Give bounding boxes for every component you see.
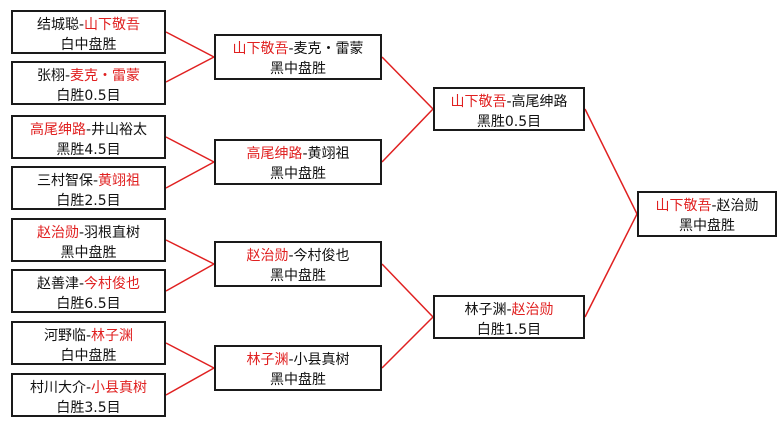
player-a: 村川大介 (29, 380, 86, 396)
player-a: 三村智保 (36, 173, 93, 189)
match-players: 赵善津-今村俊也 (36, 276, 141, 292)
player-b: 今村俊也 (293, 248, 350, 264)
player-b: 麦克・雷蒙 (70, 68, 141, 84)
connector-r1-3 (165, 136, 215, 163)
player-a: 山下敬吾 (655, 198, 712, 214)
match-box-r2-3: 赵治勋-今村俊也 黑中盘胜 (214, 241, 382, 287)
player-a: 山下敬吾 (450, 94, 507, 110)
match-players: 山下敬吾-麦克・雷蒙 (232, 41, 364, 57)
connector-r1-6 (165, 263, 215, 292)
player-a: 张栩 (36, 68, 65, 84)
match-result: 黑胜4.5目 (56, 142, 121, 158)
match-box-r2-2: 高尾绅路-黄翊祖 黑中盘胜 (214, 139, 382, 185)
match-players: 林子渊-小县真树 (246, 352, 350, 368)
match-box-r1-3: 高尾绅路-井山裕太 黑胜4.5目 (11, 115, 166, 159)
match-players: 山下敬吾-高尾绅路 (450, 94, 568, 110)
player-b: 山下敬吾 (84, 17, 141, 33)
match-result: 黑中盘胜 (270, 166, 326, 182)
match-result: 白胜1.5目 (476, 322, 542, 338)
match-box-r1-4: 三村智保-黄翊祖 白胜2.5目 (11, 166, 166, 210)
player-a: 河野临 (43, 328, 86, 344)
match-box-r1-1: 结城聪-山下敬吾 白中盘胜 (11, 10, 166, 54)
match-box-final: 山下敬吾-赵治勋 黑中盘胜 (637, 191, 777, 237)
connector-r2-3 (381, 263, 434, 318)
match-players: 三村智保-黄翊祖 (36, 173, 141, 189)
match-box-r2-4: 林子渊-小县真树 黑中盘胜 (214, 345, 382, 391)
match-players: 张栩-麦克・雷蒙 (36, 68, 141, 84)
connector-r1-8 (165, 367, 215, 396)
player-a: 赵善津 (36, 276, 79, 292)
player-b: 赵治勋 (511, 302, 554, 318)
match-result: 黑中盘胜 (270, 268, 326, 284)
connector-r2-1 (381, 56, 434, 110)
match-result: 黑中盘胜 (679, 218, 735, 234)
connector-r1-7 (165, 342, 215, 369)
match-box-r1-6: 赵善津-今村俊也 白胜6.5目 (11, 269, 166, 313)
match-result: 白中盘胜 (60, 348, 117, 364)
match-result: 黑中盘胜 (270, 372, 326, 388)
match-result: 黑胜0.5目 (476, 114, 542, 130)
match-players: 高尾绅路-井山裕太 (29, 122, 148, 138)
player-b: 今村俊也 (84, 276, 141, 292)
match-players: 结城聪-山下敬吾 (36, 17, 141, 33)
player-b: 羽根直树 (84, 225, 141, 241)
match-result: 白中盘胜 (60, 37, 117, 53)
player-a: 高尾绅路 (29, 122, 86, 138)
match-players: 赵治勋-羽根直树 (36, 225, 141, 241)
connector-sf-1 (584, 108, 638, 215)
player-b: 黄翊祖 (307, 146, 350, 162)
match-result: 黑中盘胜 (270, 61, 326, 77)
player-a: 山下敬吾 (232, 41, 289, 57)
match-players: 高尾绅路-黄翊祖 (246, 146, 350, 162)
match-box-r1-7: 河野临-林子渊 白中盘胜 (11, 321, 166, 365)
player-a: 赵治勋 (246, 248, 289, 264)
match-players: 河野临-林子渊 (43, 328, 134, 344)
match-result: 黑中盘胜 (60, 245, 117, 261)
player-b: 林子渊 (91, 328, 134, 344)
connector-sf-2 (584, 213, 638, 318)
player-b: 井山裕太 (91, 122, 148, 138)
match-box-r1-8: 村川大介-小县真树 白胜3.5目 (11, 373, 166, 417)
player-a: 结城聪 (36, 17, 79, 33)
player-b: 黄翊祖 (98, 173, 141, 189)
match-box-semifinal-1: 山下敬吾-高尾绅路 黑胜0.5目 (433, 87, 585, 131)
connector-r2-4 (381, 316, 434, 369)
match-result: 白胜6.5目 (56, 296, 121, 312)
player-b: 麦克・雷蒙 (293, 41, 364, 57)
match-players: 林子渊-赵治勋 (464, 302, 554, 318)
match-box-semifinal-2: 林子渊-赵治勋 白胜1.5目 (433, 295, 585, 339)
match-players: 山下敬吾-赵治勋 (655, 198, 759, 214)
match-box-r1-2: 张栩-麦克・雷蒙 白胜0.5目 (11, 61, 166, 105)
match-result: 白胜2.5目 (56, 193, 121, 209)
player-a: 林子渊 (464, 302, 507, 318)
match-result: 白胜0.5目 (56, 88, 121, 104)
match-box-r1-5: 赵治勋-羽根直树 黑中盘胜 (11, 218, 166, 262)
player-b: 小县真树 (293, 352, 350, 368)
player-a: 高尾绅路 (246, 146, 303, 162)
match-players: 赵治勋-今村俊也 (246, 248, 350, 264)
connector-r2-2 (381, 108, 434, 163)
match-box-r2-1: 山下敬吾-麦克・雷蒙 黑中盘胜 (214, 34, 382, 80)
player-a: 赵治勋 (36, 225, 79, 241)
match-players: 村川大介-小县真树 (29, 380, 148, 396)
player-a: 林子渊 (246, 352, 289, 368)
player-b: 小县真树 (91, 380, 148, 396)
connector-r1-4 (165, 161, 215, 189)
connector-r1-5 (165, 239, 215, 265)
match-result: 白胜3.5目 (56, 400, 121, 416)
connector-r1-1 (165, 31, 215, 58)
player-b: 高尾绅路 (511, 94, 568, 110)
player-b: 赵治勋 (716, 198, 759, 214)
connector-r1-2 (165, 56, 215, 83)
